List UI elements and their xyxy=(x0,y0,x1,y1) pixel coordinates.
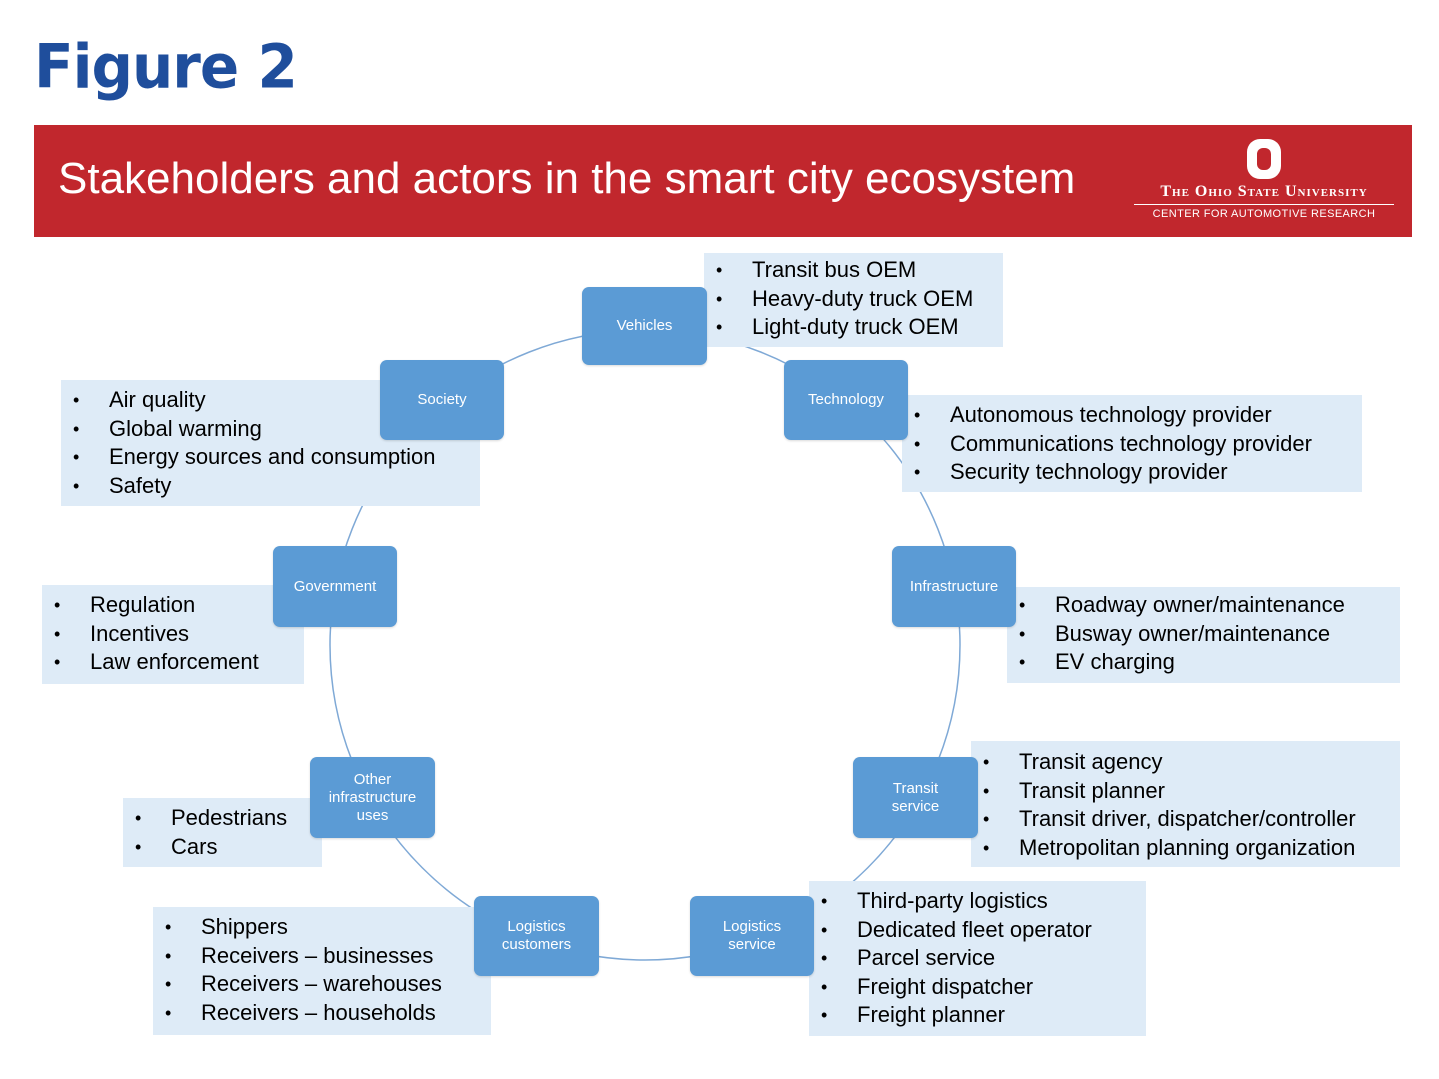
node-label: Logistics customers xyxy=(501,918,572,953)
list-item: Cars xyxy=(123,833,322,862)
list-item: Shippers xyxy=(153,913,491,942)
panel-technology: Autonomous technology provider Communica… xyxy=(902,395,1362,492)
node-label: Vehicles xyxy=(616,317,673,334)
block-o-icon xyxy=(1247,139,1281,179)
node-label: Logistics service xyxy=(722,918,782,953)
node-other-infrastructure-uses: Other infrastructure uses xyxy=(310,757,435,838)
node-infrastructure: Infrastructure xyxy=(892,546,1016,627)
figure-label: Figure 2 xyxy=(34,31,298,103)
list-item: Communications technology provider xyxy=(902,430,1362,459)
node-transit-service: Transit service xyxy=(853,757,978,838)
node-technology: Technology xyxy=(784,360,908,440)
logo-subtitle: CENTER FOR AUTOMOTIVE RESEARCH xyxy=(1152,208,1376,220)
list-item: Heavy-duty truck OEM xyxy=(704,285,1003,314)
list-item: Safety xyxy=(61,472,480,501)
list-item: Transit planner xyxy=(971,777,1400,806)
list-item: Freight planner xyxy=(809,1001,1146,1030)
panel-logistics-service: Third-party logistics Dedicated fleet op… xyxy=(809,881,1146,1036)
node-label: Infrastructure xyxy=(909,577,999,595)
university-logo: The Ohio State University CENTER FOR AUT… xyxy=(1130,133,1398,231)
logo-divider xyxy=(1134,204,1394,205)
list-item: Air quality xyxy=(61,386,480,415)
list-item: Regulation xyxy=(42,591,304,620)
list-item: Security technology provider xyxy=(902,458,1362,487)
list-item: Autonomous technology provider xyxy=(902,401,1362,430)
node-label: Technology xyxy=(808,391,884,408)
list-item: Receivers – businesses xyxy=(153,942,491,971)
list-item: Receivers – warehouses xyxy=(153,970,491,999)
list-item: Dedicated fleet operator xyxy=(809,916,1146,945)
list-item: Roadway owner/maintenance xyxy=(1007,591,1400,620)
panel-vehicles: Transit bus OEM Heavy-duty truck OEM Lig… xyxy=(704,253,1003,347)
list-item: Transit bus OEM xyxy=(704,256,1003,285)
list-item: Global warming xyxy=(61,415,480,444)
list-item: Metropolitan planning organization xyxy=(971,834,1400,863)
node-society: Society xyxy=(380,360,504,440)
list-item: Transit driver, dispatcher/controller xyxy=(971,805,1400,834)
list-item: Receivers – households xyxy=(153,999,491,1028)
list-item: EV charging xyxy=(1007,648,1400,677)
node-label: Transit service xyxy=(891,779,940,815)
list-item: Energy sources and consumption xyxy=(61,443,480,472)
node-logistics-customers: Logistics customers xyxy=(474,896,599,976)
list-item: Law enforcement xyxy=(42,648,304,677)
list-item: Pedestrians xyxy=(123,804,322,833)
node-vehicles: Vehicles xyxy=(582,287,707,365)
panel-government: Regulation Incentives Law enforcement xyxy=(42,585,304,684)
title-banner: Stakeholders and actors in the smart cit… xyxy=(34,125,1412,237)
panel-infrastructure: Roadway owner/maintenance Busway owner/m… xyxy=(1007,587,1400,683)
panel-transit-service: Transit agency Transit planner Transit d… xyxy=(971,741,1400,867)
list-item: Incentives xyxy=(42,620,304,649)
list-item: Light-duty truck OEM xyxy=(704,313,1003,342)
node-label: Government xyxy=(293,577,377,595)
node-logistics-service: Logistics service xyxy=(690,896,814,976)
node-government: Government xyxy=(273,546,397,627)
node-label: Society xyxy=(417,391,467,408)
node-label: Other infrastructure uses xyxy=(328,770,417,824)
panel-other-infrastructure-uses: Pedestrians Cars xyxy=(123,798,322,867)
list-item: Third-party logistics xyxy=(809,887,1146,916)
logo-university-name: The Ohio State University xyxy=(1160,183,1368,200)
list-item: Transit agency xyxy=(971,748,1400,777)
diagram-title: Stakeholders and actors in the smart cit… xyxy=(58,154,1076,203)
list-item: Freight dispatcher xyxy=(809,973,1146,1002)
panel-logistics-customers: Shippers Receivers – businesses Receiver… xyxy=(153,907,491,1035)
list-item: Busway owner/maintenance xyxy=(1007,620,1400,649)
list-item: Parcel service xyxy=(809,944,1146,973)
